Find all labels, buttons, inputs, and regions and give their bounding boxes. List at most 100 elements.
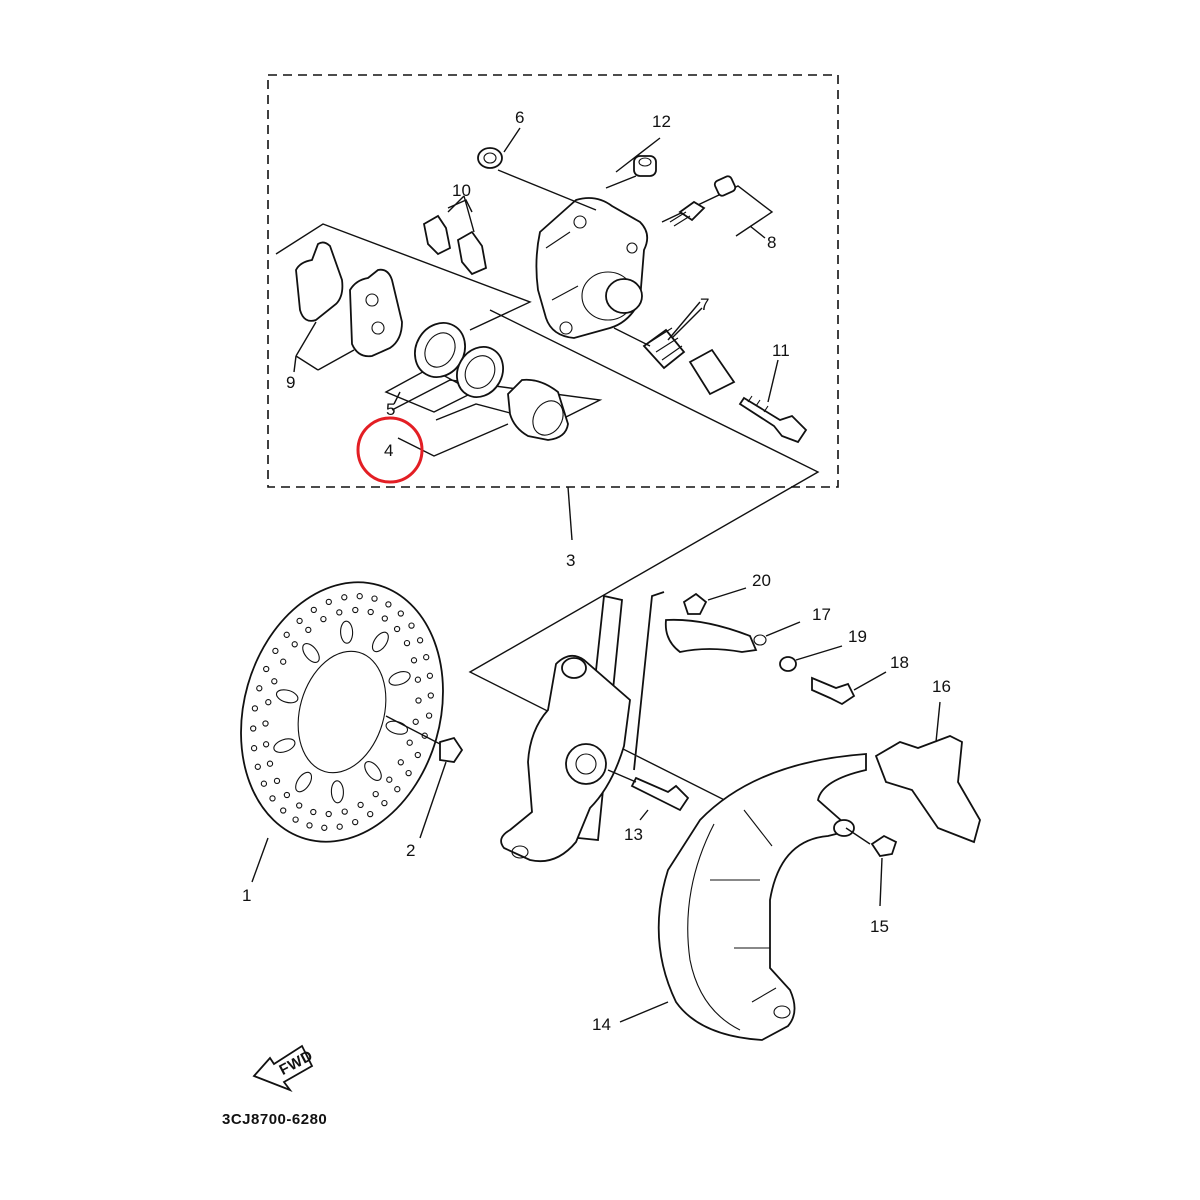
disc-hole [414, 676, 422, 683]
bolt-13 [607, 769, 690, 821]
disc-hole [292, 816, 299, 823]
disc-hole [341, 808, 348, 815]
disc-guard-14 [619, 753, 867, 1041]
leader-12 [605, 137, 661, 189]
leader-9 [293, 355, 297, 373]
disc-hole [321, 824, 328, 831]
disc-cutout [388, 671, 411, 686]
callout-7: 7 [700, 295, 709, 314]
bolt-2 [419, 736, 464, 839]
disc-hole [427, 692, 434, 699]
cable-guide-16 [874, 701, 981, 844]
disc-cutout [340, 620, 354, 644]
disc-hole [263, 665, 270, 673]
callout-1: 1 [242, 886, 251, 905]
disc-hole [306, 822, 313, 829]
disc-hole [262, 741, 270, 748]
disc-hole [416, 637, 424, 644]
disc-hole [415, 697, 422, 704]
disc-hole [266, 760, 274, 767]
boot-7-and-pin [613, 301, 736, 396]
fork-leg [500, 591, 665, 863]
disc-hole [394, 786, 401, 793]
callout-12: 12 [652, 112, 671, 131]
disc-hole [393, 625, 401, 633]
disc-hole [356, 593, 363, 600]
disc-hole [414, 751, 421, 759]
disc-hole [260, 780, 268, 787]
disc-cutout [273, 738, 296, 753]
disc-cutout [275, 689, 299, 704]
disc-hole [310, 606, 317, 614]
callout-2: 2 [406, 841, 415, 860]
leader-10 [447, 195, 465, 213]
disc-hole [423, 654, 430, 661]
brake-pads-group [275, 223, 532, 371]
callout-16: 16 [932, 677, 951, 696]
disc-cutout [295, 771, 313, 793]
disc-hole [385, 601, 392, 608]
bolt-11 [738, 359, 808, 444]
disc-hole [310, 808, 317, 816]
disc-hole [381, 799, 388, 807]
disc-hole [291, 641, 298, 648]
caliper-assembly-box [267, 74, 839, 488]
disc-hole [265, 699, 272, 706]
disc-hole [372, 790, 379, 798]
highlight-circle-callout-4 [356, 416, 424, 484]
screw-15 [845, 827, 898, 907]
callout-10: 10 [452, 181, 471, 200]
callout-17: 17 [812, 605, 831, 624]
disc-hole [271, 678, 278, 685]
disc-hole [256, 685, 263, 692]
disc-hole [425, 712, 433, 719]
disc-hole [352, 606, 359, 614]
disc-hole [426, 672, 434, 679]
seals-and-piston-group [384, 322, 603, 457]
disc-hole [280, 807, 287, 814]
disc-hole [371, 595, 378, 602]
disc-hole [251, 705, 259, 712]
disc-hole [421, 732, 428, 739]
washer-19 [779, 645, 843, 672]
guard-bracket-group [664, 587, 801, 653]
diagram-code: 3CJ8700-6280 [222, 1111, 327, 1128]
callout-19: 19 [848, 627, 867, 646]
disc-hole [408, 622, 415, 629]
disc-hole [272, 647, 279, 655]
disc-hole [367, 608, 374, 616]
disc-hole [352, 818, 359, 826]
disc-hole [283, 791, 291, 799]
callout-8: 8 [767, 233, 776, 252]
callout-5: 5 [386, 400, 395, 419]
disc-hole [254, 763, 261, 770]
disc-hole [280, 658, 287, 665]
disc-hole [296, 617, 303, 625]
cap-6 [477, 147, 503, 169]
disc-cutout [364, 761, 382, 781]
disc-hole [336, 609, 343, 616]
disc-hole [273, 777, 281, 785]
callout-6: 6 [515, 108, 524, 127]
leader-8 [661, 185, 774, 237]
callout-20: 20 [752, 571, 771, 590]
disc-hole [386, 776, 393, 783]
disc-hole [397, 610, 404, 617]
leader-8-tick [749, 225, 766, 239]
callout-13: 13 [624, 825, 643, 844]
disc-cutout [330, 780, 344, 804]
disc-hole [250, 745, 258, 752]
disc-hole [283, 631, 290, 638]
screw-18 [811, 671, 887, 706]
disc-hole [336, 823, 343, 830]
disc-cutout [302, 643, 320, 663]
disc-hole [325, 810, 332, 818]
callout-18: 18 [890, 653, 909, 672]
callout-11: 11 [772, 341, 790, 360]
disc-hole [250, 725, 257, 732]
disc-hole [341, 594, 348, 601]
leader-7 [671, 307, 703, 339]
disc-hole [397, 759, 404, 766]
disc-hole [406, 739, 413, 746]
